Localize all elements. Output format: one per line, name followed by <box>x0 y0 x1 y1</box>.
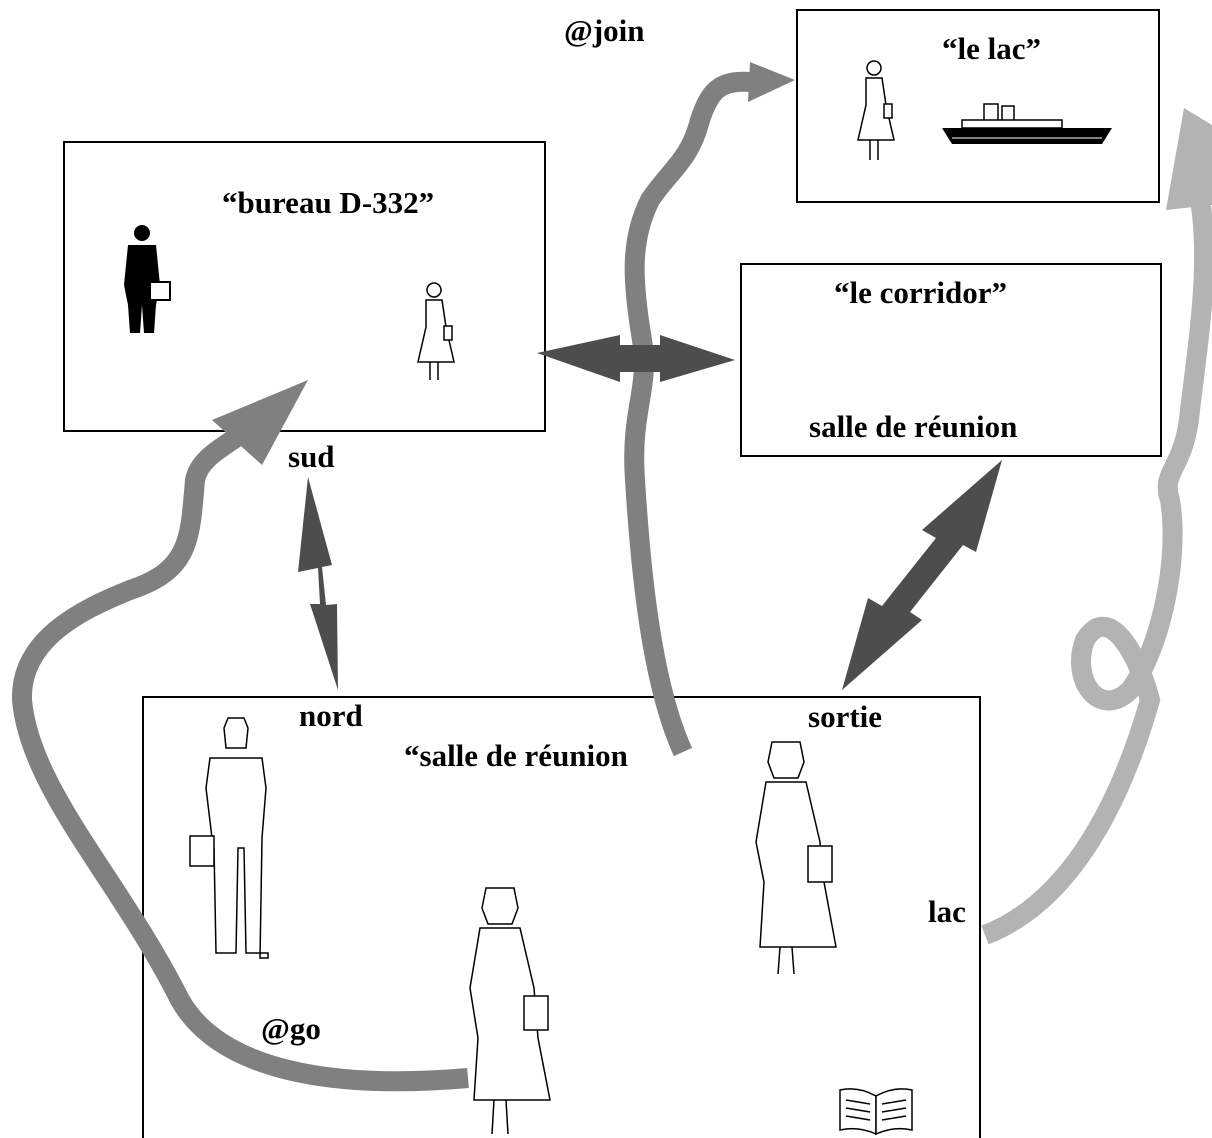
room-bureau-box <box>63 141 546 432</box>
room-lac-title: “le lac” <box>942 31 1041 66</box>
room-corridor-subtitle: salle de réunion <box>809 409 1017 444</box>
exit-nord-label: nord <box>299 698 363 733</box>
exit-lac-label: lac <box>928 894 966 929</box>
room-lac-box <box>796 9 1160 203</box>
room-corridor-box <box>740 263 1162 457</box>
man-with-briefcase-icon <box>124 225 171 333</box>
exit-arrow-sud-nord <box>298 477 338 690</box>
exit-arrow-corridor-sortie <box>842 460 1002 690</box>
join-path <box>624 71 751 757</box>
woman-with-folder-icon <box>417 282 455 380</box>
open-book-icon <box>839 1088 913 1136</box>
room-bureau-title: “bureau D-332” <box>222 185 434 220</box>
ship-icon <box>942 103 1112 144</box>
command-join-label: @join <box>564 13 645 48</box>
woman-with-folder-icon <box>469 887 551 1135</box>
lac-path <box>981 198 1212 945</box>
go-path-arrowhead <box>212 380 308 465</box>
room-salle-title: “salle de réunion <box>404 738 628 773</box>
command-go-label: @go <box>261 1011 321 1046</box>
join-path-arrowhead <box>748 62 795 102</box>
exit-sortie-label: sortie <box>808 699 882 734</box>
woman-with-folder-icon <box>857 60 895 160</box>
man-with-briefcase-icon <box>189 717 269 959</box>
exit-sud-label: sud <box>288 439 335 474</box>
exit-arrow-bureau-corridor <box>537 335 735 382</box>
go-path <box>11 422 469 1092</box>
woman-with-folder-icon <box>755 741 837 975</box>
lac-path-arrowhead <box>1166 108 1212 210</box>
room-corridor-title: “le corridor” <box>834 275 1007 310</box>
